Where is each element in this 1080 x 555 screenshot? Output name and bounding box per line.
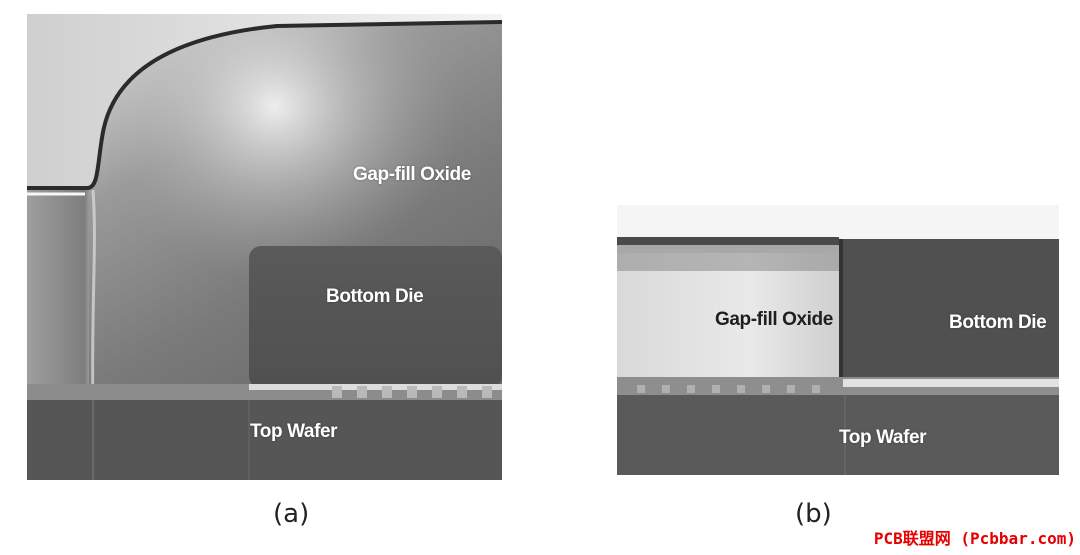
gap-fill-oxide-label-a: Gap-fill Oxide [353, 164, 471, 185]
sem-image-b: Gap-fill Oxide Bottom Die Top Wafer [617, 205, 1059, 475]
sem-image-a-graphic [27, 14, 502, 480]
bottom-die-label-b: Bottom Die [949, 312, 1047, 333]
caption-a: (a) [273, 499, 310, 529]
top-wafer-label-a: Top Wafer [250, 421, 338, 442]
bottom-die-label-a: Bottom Die [326, 286, 424, 307]
sem-image-a: Gap-fill Oxide Bottom Die Top Wafer [27, 14, 502, 480]
gap-fill-oxide-label-b: Gap-fill Oxide [715, 309, 833, 330]
caption-b: (b) [795, 499, 832, 529]
watermark-text: PCB联盟网 (Pcbbar.com) [873, 529, 1076, 548]
sem-image-b-graphic [617, 205, 1059, 475]
top-wafer-label-b: Top Wafer [839, 427, 927, 448]
